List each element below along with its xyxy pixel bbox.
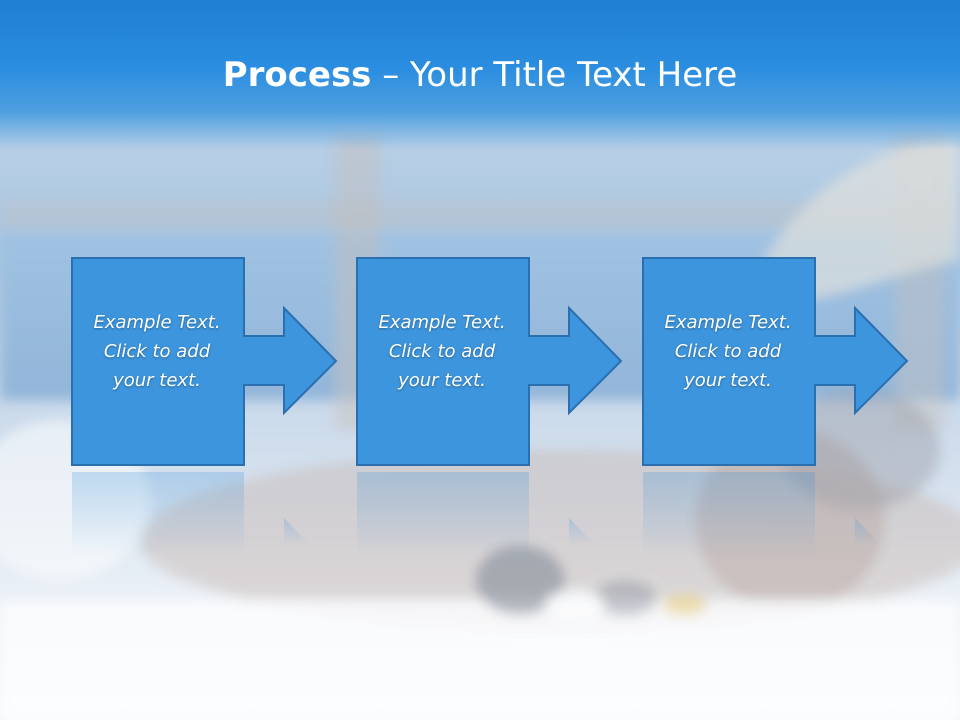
slide-title: Process – Your Title Text Here bbox=[0, 52, 960, 98]
step-arrow-shape-3 bbox=[642, 257, 909, 466]
step-text-1: Example Text. Click to add your text. bbox=[72, 308, 242, 395]
process-step-2[interactable]: Example Text. Click to add your text. bbox=[355, 256, 625, 470]
process-step-1[interactable]: Example Text. Click to add your text. bbox=[70, 256, 340, 470]
step-text-2: Example Text. Click to add your text. bbox=[357, 308, 527, 395]
step-text-line: Example Text. bbox=[378, 312, 506, 333]
step-arrow-shape-1 bbox=[71, 257, 338, 466]
step-text-line: Click to add bbox=[103, 341, 211, 362]
title-strong: Process bbox=[222, 55, 372, 95]
title-bar bbox=[0, 0, 960, 150]
step-text-3: Example Text. Click to add your text. bbox=[643, 308, 813, 395]
step-text-line: your text. bbox=[398, 370, 486, 391]
step-reflections bbox=[72, 472, 881, 557]
title-rest: – Your Title Text Here bbox=[371, 55, 738, 95]
step-text-line: your text. bbox=[113, 370, 201, 391]
step-arrow-shape-2 bbox=[356, 257, 623, 466]
step-text-line: Click to add bbox=[674, 341, 782, 362]
step-text-line: Example Text. bbox=[664, 312, 792, 333]
process-step-3[interactable]: Example Text. Click to add your text. bbox=[641, 256, 911, 470]
step-text-line: your text. bbox=[684, 370, 772, 391]
step-text-line: Click to add bbox=[388, 341, 496, 362]
step-text-line: Example Text. bbox=[93, 312, 221, 333]
